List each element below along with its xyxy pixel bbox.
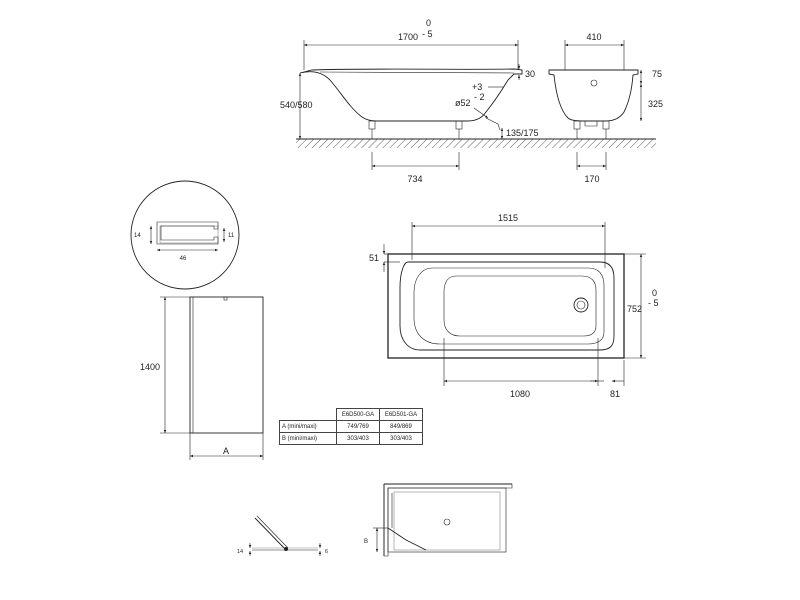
plan-drain-offset-label: 81 — [610, 389, 620, 399]
tub-side-outline — [299, 68, 523, 122]
install-screen-hinged — [405, 539, 427, 551]
tub-rim-inner-line — [319, 71, 515, 74]
spec-table-header-row: E6D500-GA E6D501-GA — [279, 408, 423, 421]
height-label: 540/580 — [280, 100, 313, 110]
profile-detail-circle — [130, 180, 240, 290]
table-row: A (mini/maxi) 749/769 849/869 — [279, 420, 423, 433]
profile-detail: 14 11 46 — [130, 180, 240, 290]
length-label: 1700 — [398, 32, 418, 42]
install-drain-icon — [443, 518, 451, 526]
plan-rim-offset-label: 51 — [369, 253, 379, 263]
drain-pipe — [485, 117, 501, 131]
end-depth-label: 325 — [648, 99, 663, 109]
screen-height-label: 1400 — [140, 362, 160, 372]
drain-height-label: 135/175 — [506, 128, 539, 138]
install-screen-fixed — [387, 527, 407, 541]
rim-thickness-label: 30 — [525, 69, 535, 79]
profile-height-left-label: 14 — [134, 233, 141, 239]
length-tolerance-top: 0 — [426, 18, 431, 28]
table-row: B (mini/maxi) 303/403 303/403 — [279, 432, 423, 445]
end-view: 410 75 325 170 — [548, 32, 663, 184]
drain-diameter-label: ø52 — [455, 98, 471, 108]
plan-outer-rect — [387, 253, 625, 359]
hinge-detail: 14 6 — [237, 515, 328, 556]
install-dim-label: B — [364, 539, 368, 545]
floor-hatch — [296, 139, 656, 148]
plan-inner-rim — [413, 267, 605, 345]
spec-row-label: A (mini/maxi) — [279, 420, 337, 433]
length-tolerance-bottom: - 5 — [422, 29, 433, 39]
plan-basin — [443, 275, 597, 337]
spec-header-model-1: E6D500-GA — [336, 408, 380, 421]
tub-end-outline — [548, 69, 639, 122]
drain-tolerance-bottom: - 2 — [474, 92, 485, 102]
profile-width-label: 46 — [180, 256, 187, 262]
drain-tolerance-top: +3 — [472, 82, 482, 92]
plan-drain-outer — [573, 297, 589, 313]
spec-header-model-2: E6D501-GA — [379, 408, 423, 421]
overflow-circle — [590, 79, 598, 87]
profile-height-right-label: 11 — [228, 233, 235, 239]
spec-cell: 749/769 — [336, 420, 380, 433]
hinge-door-line — [254, 517, 287, 551]
spec-cell: 849/869 — [379, 420, 423, 433]
plan-length-label: 1515 — [498, 213, 518, 223]
install-wall — [383, 483, 513, 557]
tub-foot-left — [368, 120, 376, 130]
spec-cell: 303/403 — [379, 432, 423, 445]
end-feet-spacing-label: 170 — [584, 174, 599, 184]
screen-panel — [189, 296, 264, 434]
spec-row-label: B (mini/maxi) — [279, 432, 337, 445]
plan-view: 1515 51 752 0 - 5 1080 81 — [369, 213, 659, 399]
plan-inner-length-label: 1080 — [510, 389, 530, 399]
screen-elevation: 1400 A — [140, 296, 264, 460]
spec-cell: 303/403 — [336, 432, 380, 445]
plan-width-tolerance-top: 0 — [652, 288, 657, 298]
profile-section — [156, 221, 219, 245]
plan-width-tolerance-bottom: - 5 — [648, 298, 659, 308]
tub-foot-right — [455, 120, 463, 130]
end-width-label: 410 — [586, 32, 601, 42]
plan-drain-inner — [576, 300, 586, 310]
installation-plan: B — [364, 483, 513, 557]
plan-rim — [399, 261, 615, 351]
spec-table: E6D500-GA E6D501-GA A (mini/maxi) 749/76… — [279, 408, 423, 445]
hinge-right-dim-label: 6 — [325, 549, 328, 555]
hinge-left-dim-label: 14 — [237, 549, 243, 555]
side-view: 1700 0 - 5 30 540/580 +3 - 2 ø52 135/175… — [280, 18, 656, 184]
end-drain — [584, 120, 598, 127]
plan-width-label: 752 — [627, 304, 642, 314]
feet-spacing-label: 734 — [407, 174, 422, 184]
screen-width-label: A — [223, 446, 229, 456]
end-rim-height-label: 75 — [652, 69, 662, 79]
install-tub-rect — [387, 487, 507, 553]
